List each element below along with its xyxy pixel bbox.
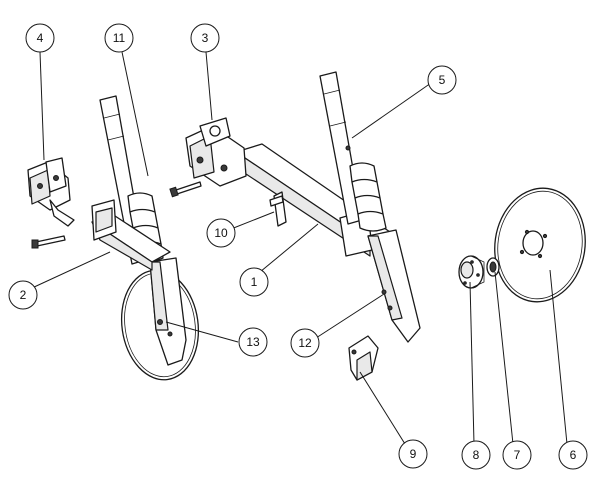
callout-5-label: 5 bbox=[439, 73, 446, 87]
part-9-scraper-bracket bbox=[348, 335, 379, 381]
part-right-shank bbox=[319, 71, 387, 232]
part-8-hub bbox=[458, 255, 485, 289]
leader-12 bbox=[315, 293, 385, 339]
part-left-bolt bbox=[31, 235, 66, 249]
part-left-shank bbox=[99, 95, 187, 366]
callout-13-label: 13 bbox=[246, 335, 260, 349]
leader-6 bbox=[549, 269, 568, 445]
callout-10: 10 bbox=[206, 218, 236, 248]
leader-2 bbox=[31, 251, 111, 289]
callout-4-label: 4 bbox=[37, 31, 44, 45]
callout-9: 9 bbox=[398, 439, 428, 469]
callout-4: 4 bbox=[25, 23, 55, 53]
leader-3 bbox=[205, 51, 213, 121]
leader-7 bbox=[494, 271, 514, 445]
part-10-pin bbox=[269, 191, 287, 227]
callout-8-label: 8 bbox=[473, 448, 480, 462]
callout-1: 1 bbox=[239, 267, 269, 297]
callout-6: 6 bbox=[558, 440, 588, 470]
callout-13: 13 bbox=[238, 327, 268, 357]
callout-3: 3 bbox=[190, 23, 220, 53]
part-4-left-hitch-bracket bbox=[27, 157, 75, 227]
leader-4 bbox=[39, 51, 45, 161]
callout-5: 5 bbox=[427, 65, 457, 95]
leader-8 bbox=[469, 281, 475, 445]
callout-2-label: 2 bbox=[20, 288, 27, 302]
callout-12: 12 bbox=[290, 328, 320, 358]
leader-11 bbox=[121, 51, 149, 177]
part-3-right-hitch-bracket bbox=[185, 117, 247, 187]
part-2-left-frame-arm bbox=[91, 199, 171, 271]
callout-7-label: 7 bbox=[514, 448, 521, 462]
callout-2: 2 bbox=[8, 280, 38, 310]
callout-12-label: 12 bbox=[298, 336, 312, 350]
callout-10-label: 10 bbox=[214, 226, 228, 240]
part-7-washer bbox=[486, 257, 500, 277]
leader-5 bbox=[351, 82, 432, 139]
part-6-disc-blade bbox=[494, 187, 586, 303]
part-11-bolt bbox=[169, 181, 202, 198]
leader-13 bbox=[165, 321, 239, 343]
callout-11: 11 bbox=[104, 23, 134, 53]
callout-9-label: 9 bbox=[410, 447, 417, 461]
leader-lines bbox=[31, 51, 568, 445]
part-12-boot bbox=[367, 229, 421, 343]
leader-9 bbox=[359, 371, 406, 445]
callout-11-label: 11 bbox=[113, 31, 126, 45]
callout-7: 7 bbox=[502, 440, 532, 470]
leader-1 bbox=[259, 223, 319, 273]
callout-3-label: 3 bbox=[202, 31, 209, 45]
callout-8: 8 bbox=[461, 440, 491, 470]
callout-6-label: 6 bbox=[570, 448, 577, 462]
callout-1-label: 1 bbox=[251, 275, 258, 289]
